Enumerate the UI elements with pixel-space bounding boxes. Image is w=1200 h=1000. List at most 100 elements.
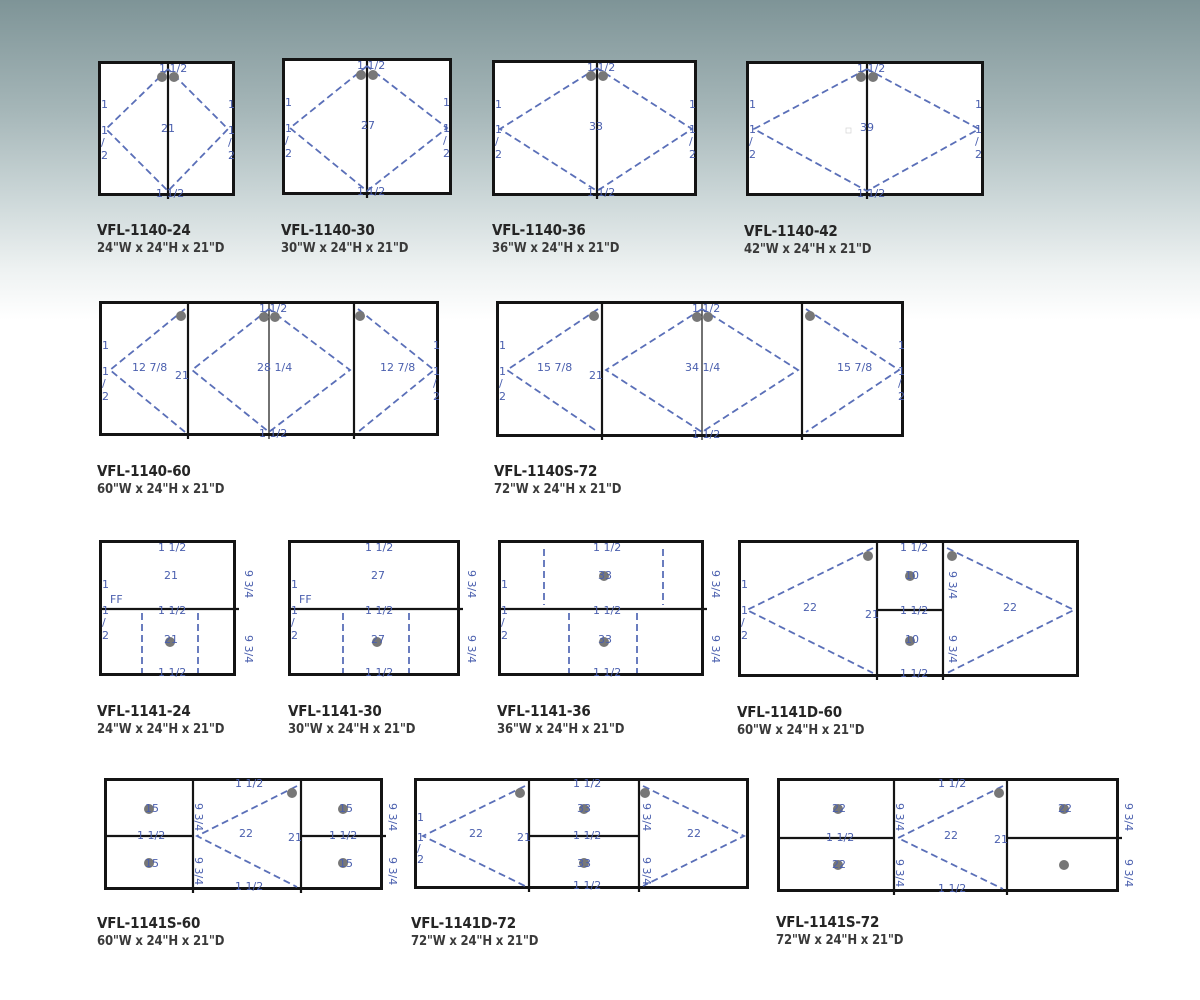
svg-text:1 1/2: 1 1/2 <box>158 666 186 679</box>
svg-text:1 1/2: 1 1/2 <box>692 428 720 441</box>
svg-text:1: 1 <box>291 578 298 591</box>
svg-text:1: 1 <box>102 604 109 617</box>
svg-text:1: 1 <box>501 578 508 591</box>
cabinet-dimensions: 36"W x 24"H x 21"D <box>497 722 625 737</box>
svg-text:1 1/2: 1 1/2 <box>587 186 615 199</box>
svg-text:12 7/8: 12 7/8 <box>132 361 167 374</box>
cabinet-caption: VFL-1141D-72 72"W x 24"H x 21"D <box>411 914 538 949</box>
svg-text:1: 1 <box>285 122 292 135</box>
svg-text:9 3/4: 9 3/4 <box>386 857 399 885</box>
svg-text:21: 21 <box>164 569 178 582</box>
model-number: VFL-1141-24 <box>97 702 191 720</box>
svg-text:1 1/2: 1 1/2 <box>593 541 621 554</box>
svg-text:22: 22 <box>687 827 701 840</box>
svg-text:21: 21 <box>994 833 1008 846</box>
svg-text:1: 1 <box>101 124 108 137</box>
svg-text:/: / <box>285 134 289 147</box>
svg-text:2: 2 <box>102 629 109 642</box>
svg-text:1: 1 <box>417 811 424 824</box>
door-layout-drawing: 1 1/2 1 1/2 27 1 1 / 2 1 1 / 2 <box>285 59 450 198</box>
svg-text:1: 1 <box>975 123 982 136</box>
cabinet-dimensions: 24"W x 24"H x 21"D <box>97 722 225 737</box>
svg-text:39: 39 <box>860 121 874 134</box>
door-layout-drawing: 1 1/2 1 1/2 21 1 1 / 2 1 1 / 2 <box>101 62 235 200</box>
svg-text:9 3/4: 9 3/4 <box>640 803 653 831</box>
svg-text:2: 2 <box>433 390 440 403</box>
svg-text:21: 21 <box>161 122 175 135</box>
svg-text:33: 33 <box>598 569 612 582</box>
svg-text:/: / <box>689 135 693 148</box>
svg-text:9 3/4: 9 3/4 <box>893 803 906 831</box>
cabinet-caption: VFL-1141S-72 72"W x 24"H x 21"D <box>776 913 903 948</box>
svg-text:/: / <box>443 134 447 147</box>
svg-text:FF: FF <box>299 593 312 606</box>
svg-text:1 1/2: 1 1/2 <box>587 61 615 74</box>
cabinet-caption: VFL-1140-30 30"W x 24"H x 21"D <box>281 221 408 256</box>
svg-text:21: 21 <box>175 369 189 382</box>
svg-text:/: / <box>102 616 106 629</box>
svg-text:1 1/2: 1 1/2 <box>357 59 385 72</box>
cabinet-caption: VFL-1140-42 42"W x 24"H x 21"D <box>744 222 871 257</box>
svg-text:1 1/2: 1 1/2 <box>900 667 928 680</box>
svg-text:1 1/2: 1 1/2 <box>156 187 184 200</box>
svg-text:1: 1 <box>443 96 450 109</box>
svg-text:22: 22 <box>944 829 958 842</box>
svg-text:1: 1 <box>228 124 235 137</box>
svg-text:27: 27 <box>371 633 385 646</box>
svg-text:1: 1 <box>102 365 109 378</box>
svg-text:28 1/4: 28 1/4 <box>257 361 292 374</box>
svg-text:2: 2 <box>499 390 506 403</box>
cabinet-caption: VFL-1141-24 24"W x 24"H x 21"D <box>97 702 224 737</box>
svg-text:9 3/4: 9 3/4 <box>192 857 205 885</box>
cabinet-dimensions: 36"W x 24"H x 21"D <box>492 241 620 256</box>
cabinet-dimensions: 72"W x 24"H x 21"D <box>494 482 622 497</box>
svg-text:27: 27 <box>371 569 385 582</box>
svg-text:1 1/2: 1 1/2 <box>692 302 720 315</box>
svg-text:9 3/4: 9 3/4 <box>242 570 255 598</box>
cabinet-dimensions: 60"W x 24"H x 21"D <box>97 482 225 497</box>
svg-text:1 1/2: 1 1/2 <box>137 829 165 842</box>
model-number: VFL-1140-24 <box>97 221 191 239</box>
door-layout-drawing: 1 1/2 21 1 1/2 21 1 1/2 9 3/4 9 3/4 FF 1… <box>102 541 255 679</box>
model-number: VFL-1141S-72 <box>776 913 880 931</box>
svg-text:2: 2 <box>102 390 109 403</box>
svg-text:1 1/2: 1 1/2 <box>593 604 621 617</box>
svg-text:1: 1 <box>749 98 756 111</box>
svg-text:1: 1 <box>741 604 748 617</box>
svg-text:33: 33 <box>577 802 591 815</box>
door-layout-drawing: 1 1/2 10 1 1/2 10 1 1/2 22 22 21 9 3/4 9… <box>741 541 1077 680</box>
svg-text:/: / <box>501 616 505 629</box>
cabinet-diagram-vfl-1140-60: 1 1/2 1 1/2 12 7/8 28 1/4 12 7/8 21 1 1 … <box>99 301 440 440</box>
svg-text:1: 1 <box>285 96 292 109</box>
svg-text:1 1/2: 1 1/2 <box>365 666 393 679</box>
cabinet-diagram-vfl-1140-42: 1 1/2 1 1/2 39 1 1 / 2 1 1 / 2 <box>746 61 984 200</box>
model-number: VFL-1140-30 <box>281 221 375 239</box>
svg-text:15: 15 <box>145 802 159 815</box>
svg-text:10: 10 <box>905 633 919 646</box>
door-layout-drawing: 1 1/2 1 1/2 12 7/8 28 1/4 12 7/8 21 1 1 … <box>102 302 440 440</box>
svg-text:1 1/2: 1 1/2 <box>573 777 601 790</box>
svg-text:9 3/4: 9 3/4 <box>946 571 959 599</box>
svg-text:1: 1 <box>495 98 502 111</box>
svg-text:2: 2 <box>898 390 905 403</box>
svg-text:1 1/2: 1 1/2 <box>593 666 621 679</box>
svg-text:1: 1 <box>749 123 756 136</box>
svg-text:9 3/4: 9 3/4 <box>946 635 959 663</box>
svg-text:21: 21 <box>517 831 531 844</box>
svg-text:9 3/4: 9 3/4 <box>192 803 205 831</box>
svg-text:FF: FF <box>110 593 123 606</box>
cabinet-dimensions: 72"W x 24"H x 21"D <box>776 933 904 948</box>
svg-text:1: 1 <box>433 339 440 352</box>
svg-text:/: / <box>433 377 437 390</box>
svg-text:1 1/2: 1 1/2 <box>573 879 601 892</box>
svg-text:21: 21 <box>865 608 879 621</box>
cabinet-dimensions: 72"W x 24"H x 21"D <box>411 934 539 949</box>
cabinet-diagram-vfl-1140s-72: 1 1/2 1 1/2 15 7/8 34 1/4 15 7/8 21 1 1 … <box>496 301 905 441</box>
selection-marker <box>845 127 852 134</box>
svg-text:22: 22 <box>1003 601 1017 614</box>
cabinet-diagram-vfl-1141-24: 1 1/2 21 1 1/2 21 1 1/2 9 3/4 9 3/4 FF 1… <box>99 540 255 679</box>
svg-text:1 1/2: 1 1/2 <box>857 187 885 200</box>
model-number: VFL-1141D-60 <box>737 703 842 721</box>
cabinet-caption: VFL-1141S-60 60"W x 24"H x 21"D <box>97 914 224 949</box>
svg-text:1 1/2: 1 1/2 <box>329 829 357 842</box>
